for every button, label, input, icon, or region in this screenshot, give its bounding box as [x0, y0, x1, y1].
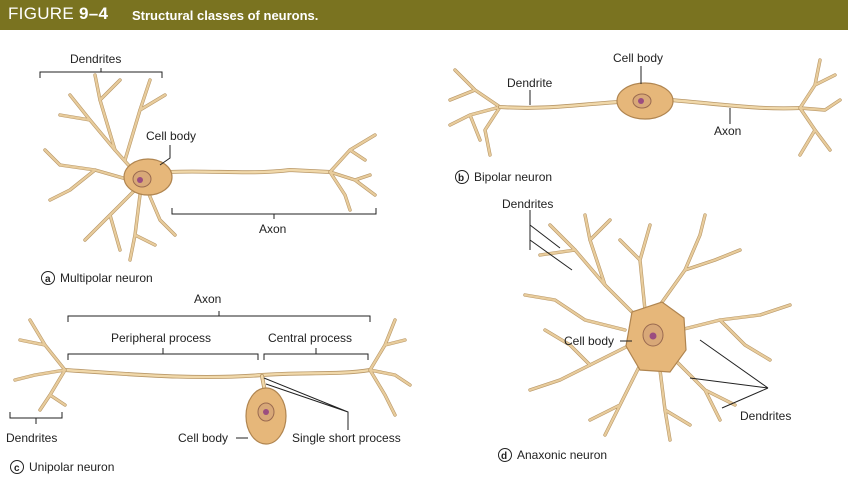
neuron-diagram: Dendrites Cell body Axon a Multipolar ne… [6, 51, 842, 474]
anaxonic-cell-body [625, 301, 687, 373]
label-cell-body-c: Cell body [178, 431, 228, 445]
caption-unipolar: Unipolar neuron [29, 460, 114, 474]
axon-bracket-c [67, 311, 371, 322]
label-axon-c: Axon [194, 292, 221, 306]
leader-cell-body-a [159, 145, 171, 166]
svg-text:a: a [45, 274, 51, 285]
panel-multipolar: Dendrites Cell body Axon a Multipolar ne… [39, 52, 377, 285]
svg-text:b: b [458, 173, 464, 184]
label-dendrites-a: Dendrites [70, 52, 121, 66]
label-axon-a: Axon [259, 222, 286, 236]
caption-anaxonic: Anaxonic neuron [517, 448, 607, 462]
leader-single-short-process [263, 377, 349, 430]
label-cell-body-b: Cell body [613, 51, 663, 65]
bipolar-cell-body [616, 82, 674, 120]
unipolar-cell-body [245, 387, 287, 445]
multipolar-axon [168, 133, 377, 212]
multipolar-dendrites [43, 73, 177, 262]
label-central-process: Central process [268, 331, 352, 345]
leader-dendrites-top-d [529, 210, 573, 271]
label-axon-b: Axon [714, 124, 741, 138]
figure-header: FIGURE 9–4 Structural classes of neurons… [0, 0, 848, 30]
badge-b: b [455, 170, 469, 184]
caption-bipolar: Bipolar neuron [474, 170, 552, 184]
svg-text:c: c [14, 463, 20, 474]
panel-anaxonic: Dendrites Cell body Dendrites d Anaxonic… [498, 197, 792, 462]
label-dendrites-top-d: Dendrites [502, 197, 553, 211]
panel-bipolar: Dendrite Cell body Axon b Bipolar neuron [448, 51, 842, 184]
label-cell-body-d: Cell body [564, 334, 614, 348]
panel-unipolar: Axon Peripheral process Central process … [6, 292, 412, 474]
peripheral-bracket-c [67, 348, 259, 360]
bipolar-dendrite [448, 68, 622, 157]
label-peripheral-process: Peripheral process [111, 331, 211, 345]
badge-a: a [41, 271, 55, 285]
label-dendrite-b: Dendrite [507, 76, 553, 90]
label-dendrites-c: Dendrites [6, 431, 57, 445]
dendrites-bracket-c [9, 412, 63, 424]
bipolar-axon [668, 58, 842, 157]
axon-bracket-a [171, 208, 377, 219]
figure-title: Structural classes of neurons. [132, 8, 319, 23]
figure-number: 9–4 [79, 4, 109, 23]
unipolar-process [13, 318, 412, 417]
label-single-short-process: Single short process [292, 431, 401, 445]
leader-dendrites-right-d [689, 339, 769, 409]
badge-c: c [10, 460, 24, 474]
badge-d: d [498, 448, 512, 462]
figure-label: FIGURE 9–4 [8, 4, 108, 24]
label-cell-body-a: Cell body [146, 129, 196, 143]
figure-word: FIGURE [8, 4, 80, 23]
multipolar-cell-body [123, 158, 173, 196]
svg-text:d: d [501, 451, 507, 462]
dendrites-bracket-a [39, 68, 163, 78]
label-dendrites-right-d: Dendrites [740, 409, 791, 423]
central-bracket-c [263, 348, 369, 360]
anaxonic-dendrites [523, 213, 792, 442]
caption-multipolar: Multipolar neuron [60, 271, 153, 285]
